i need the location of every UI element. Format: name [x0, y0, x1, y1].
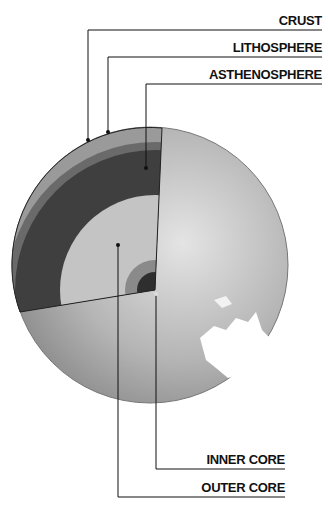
- cut-face-shade: [0, 290, 160, 400]
- leader-dot: [144, 166, 148, 170]
- crust-leader: [88, 30, 322, 140]
- leader-dot: [106, 130, 110, 134]
- island: [214, 296, 232, 308]
- australia: [200, 312, 278, 380]
- outer-core-leader: [118, 245, 285, 497]
- asthenosphere-leader: [146, 84, 322, 168]
- inner-core-leader: [156, 294, 285, 469]
- leader-dot: [116, 243, 120, 247]
- leader-dot: [86, 138, 90, 142]
- leader-dot: [154, 292, 158, 296]
- layer-label: LITHOSPHERE: [233, 40, 322, 55]
- layer-label: INNER CORE: [206, 452, 285, 467]
- layer-label: ASTHENOSPHERE: [209, 67, 322, 82]
- tasmania: [268, 384, 276, 392]
- layer-label: CRUST: [279, 13, 322, 28]
- lithosphere-leader: [108, 57, 322, 132]
- layer-label: OUTER CORE: [201, 480, 285, 495]
- cut-outline: [12, 127, 162, 312]
